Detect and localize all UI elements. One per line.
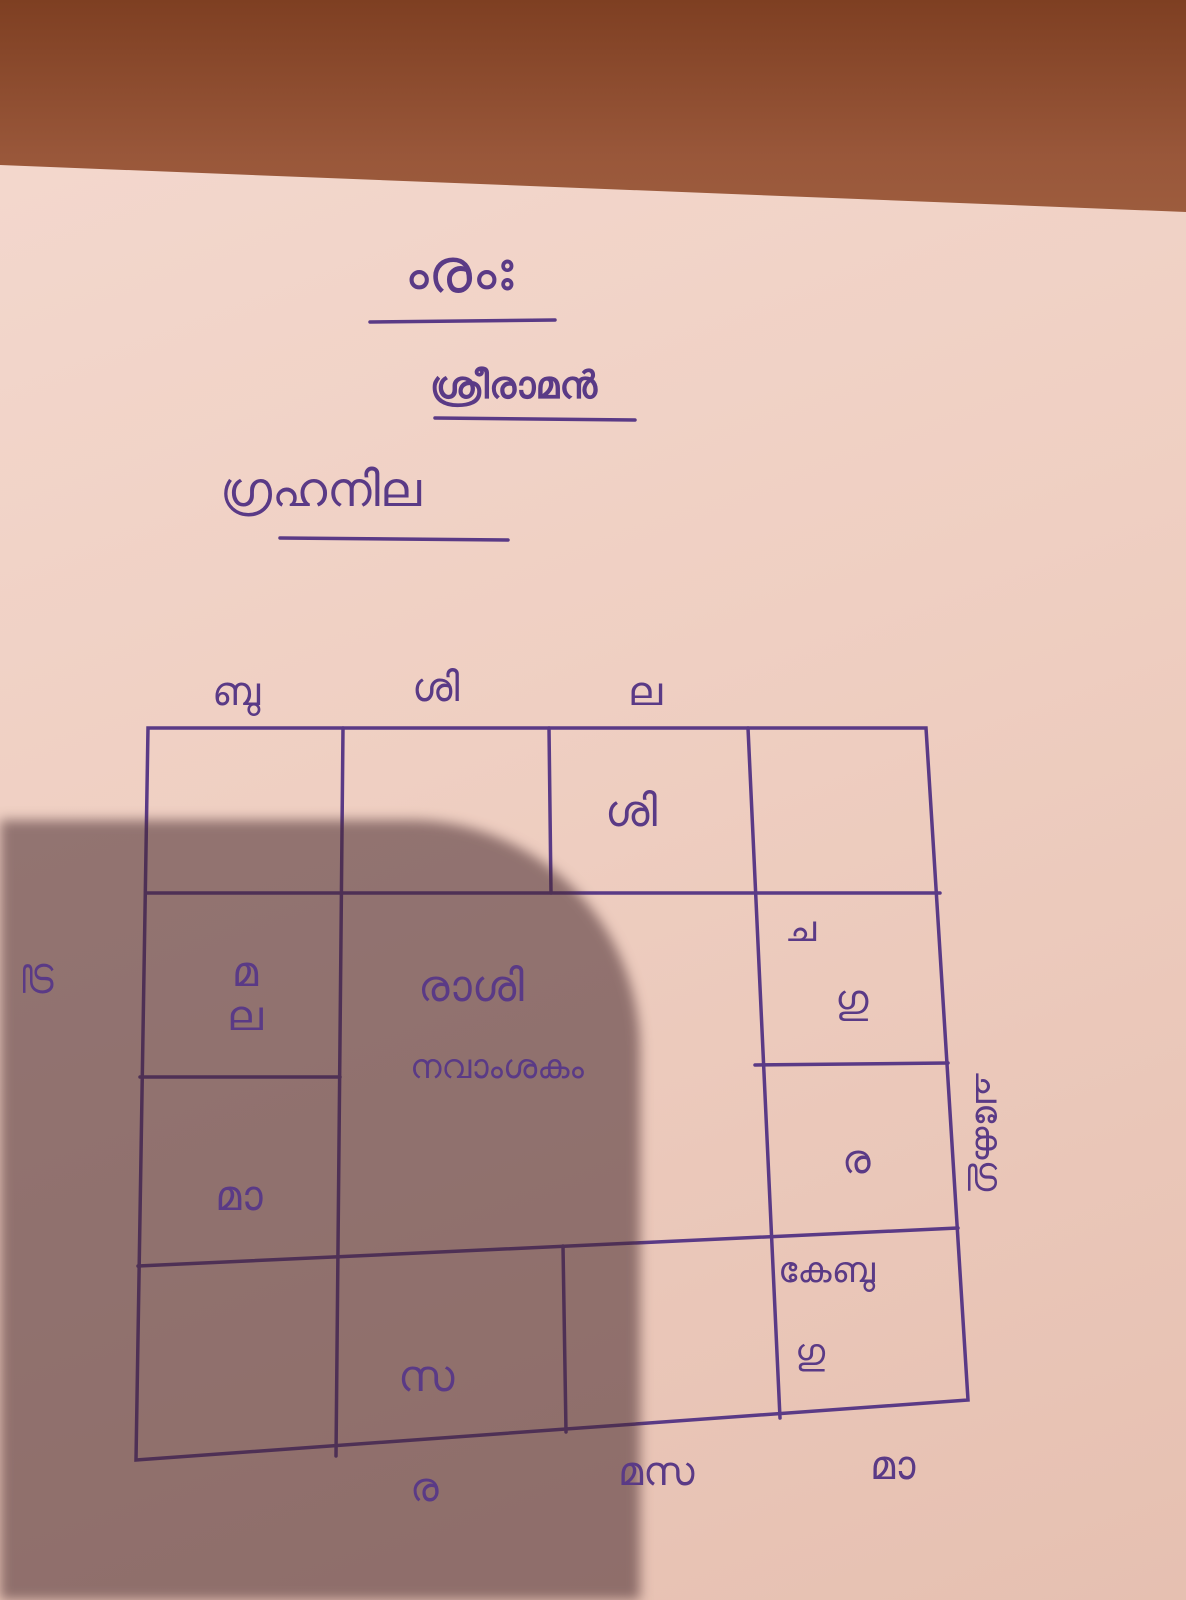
page-subtitle: ഗ്രഹനില: [220, 462, 422, 518]
cell-r4c2-planet: സ: [398, 1351, 455, 1402]
top-label-1: ബു: [212, 669, 261, 715]
om-symbol: ൟഃ: [404, 234, 514, 307]
grid-line-v3: [746, 726, 782, 1420]
page-title: ശ്രീരാമൻ: [430, 363, 598, 407]
cell-r4c4-line1: കേബു: [778, 1250, 875, 1291]
center-label-rasi: രാശി: [418, 961, 524, 1012]
center-label-navamsa: നവാംശകം: [410, 1047, 584, 1087]
bottom-label-2: മസ: [618, 1449, 695, 1495]
top-label-3: ല: [628, 669, 663, 715]
left-label: ഗു: [21, 960, 67, 994]
cell-r3c1-planet: മാ: [215, 1171, 263, 1220]
cell-r4c4-line2: ഗു: [795, 1332, 826, 1373]
subtitle-underline: [278, 536, 510, 542]
cell-r2c4-top-planet: ച: [785, 909, 817, 950]
right-label: ചകേഗു: [967, 1070, 1011, 1192]
cell-r2c4-bottom-planet: ഗു: [835, 977, 869, 1023]
title-underline: [433, 416, 637, 422]
cell-r2c1-planet: മ ല: [227, 947, 263, 1041]
top-label-2: ശി: [412, 665, 460, 711]
grid-line-v2-top: [547, 726, 553, 895]
bottom-label-1: ര: [410, 1465, 439, 1511]
cell-r3c4-planet: ര: [842, 1137, 871, 1183]
cell-r1c3-planet: ശി: [605, 786, 658, 837]
hand-shadow: [0, 820, 640, 1600]
bottom-label-3: മാ: [870, 1443, 916, 1489]
om-underline: [368, 318, 557, 324]
grid-line-h2-right: [753, 1061, 950, 1067]
